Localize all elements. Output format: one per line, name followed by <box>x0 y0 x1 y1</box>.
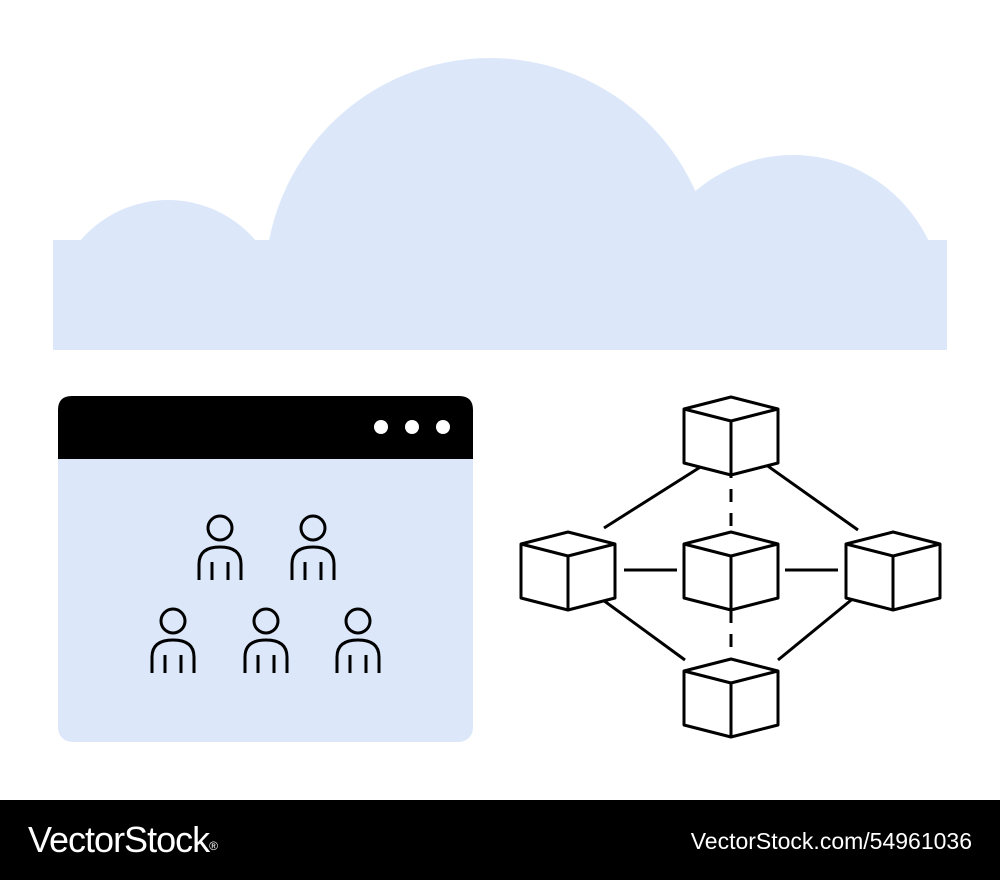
brand-logo: VectorStock® <box>28 819 218 860</box>
person-icon <box>290 514 336 580</box>
watermark-footer: VectorStock® VectorStock.com/54961036 <box>0 800 1000 880</box>
person-icon <box>197 514 243 580</box>
window-titlebar <box>58 396 473 459</box>
person-icon <box>150 607 196 673</box>
cube-network <box>519 395 942 739</box>
window-dot-icon <box>405 420 419 434</box>
cube-icon <box>682 530 780 612</box>
person-icon <box>335 607 381 673</box>
image-id: VectorStock.com/54961036 <box>690 828 972 854</box>
cubes <box>519 395 942 739</box>
people-group <box>150 514 381 673</box>
window-dots <box>374 420 450 434</box>
cube-icon <box>682 395 780 477</box>
window-body <box>58 396 473 742</box>
cube-icon <box>519 530 617 612</box>
window-dot-icon <box>374 420 388 434</box>
network-connectors <box>591 455 862 662</box>
person-icon <box>243 607 289 673</box>
browser-window-icon <box>58 396 473 742</box>
window-dot-icon <box>436 420 450 434</box>
cube-icon <box>682 657 780 739</box>
cube-icon <box>844 530 942 612</box>
illustration <box>53 58 947 742</box>
